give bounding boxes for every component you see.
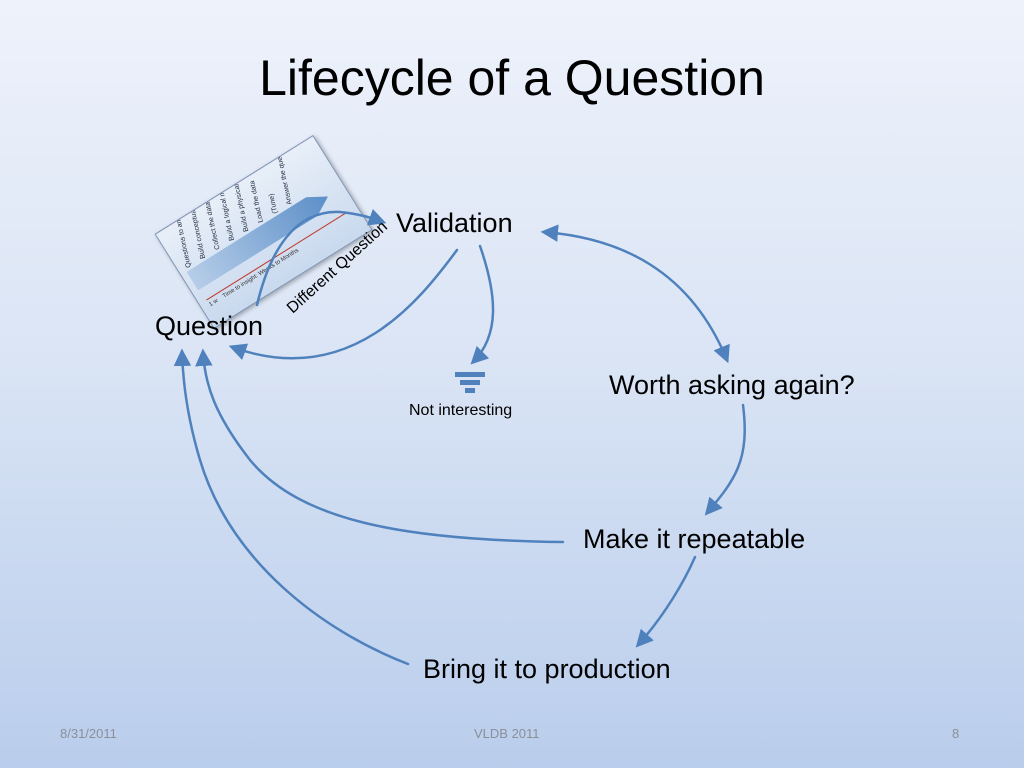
arrow-validation-to-not-interesting [470,244,495,365]
node-bring-to-production: Bring it to production [423,654,671,684]
filter-icon [455,372,485,393]
arrow-validation-worth-asking [540,224,730,364]
arrow-repeatable-to-question [195,348,565,544]
node-question: Question [155,311,264,341]
arrow-worth-to-repeatable [704,403,746,516]
arrow-validation-to-question [228,248,459,361]
footer-date: 8/31/2011 [60,726,117,741]
arrow-repeatable-to-production [635,555,697,648]
arrow-production-to-question [173,348,410,666]
footer-page-number: 8 [952,726,960,741]
footer-conference: VLDB 2011 [474,726,540,741]
node-worth-asking-again: Worth asking again? [609,370,855,400]
node-validation: Validation [396,208,513,238]
arrow-question-to-validation [255,208,387,307]
node-not-interesting: Not interesting [409,402,513,419]
node-make-it-repeatable: Make it repeatable [583,524,806,554]
slide-title: Lifecycle of a Question [259,50,765,106]
